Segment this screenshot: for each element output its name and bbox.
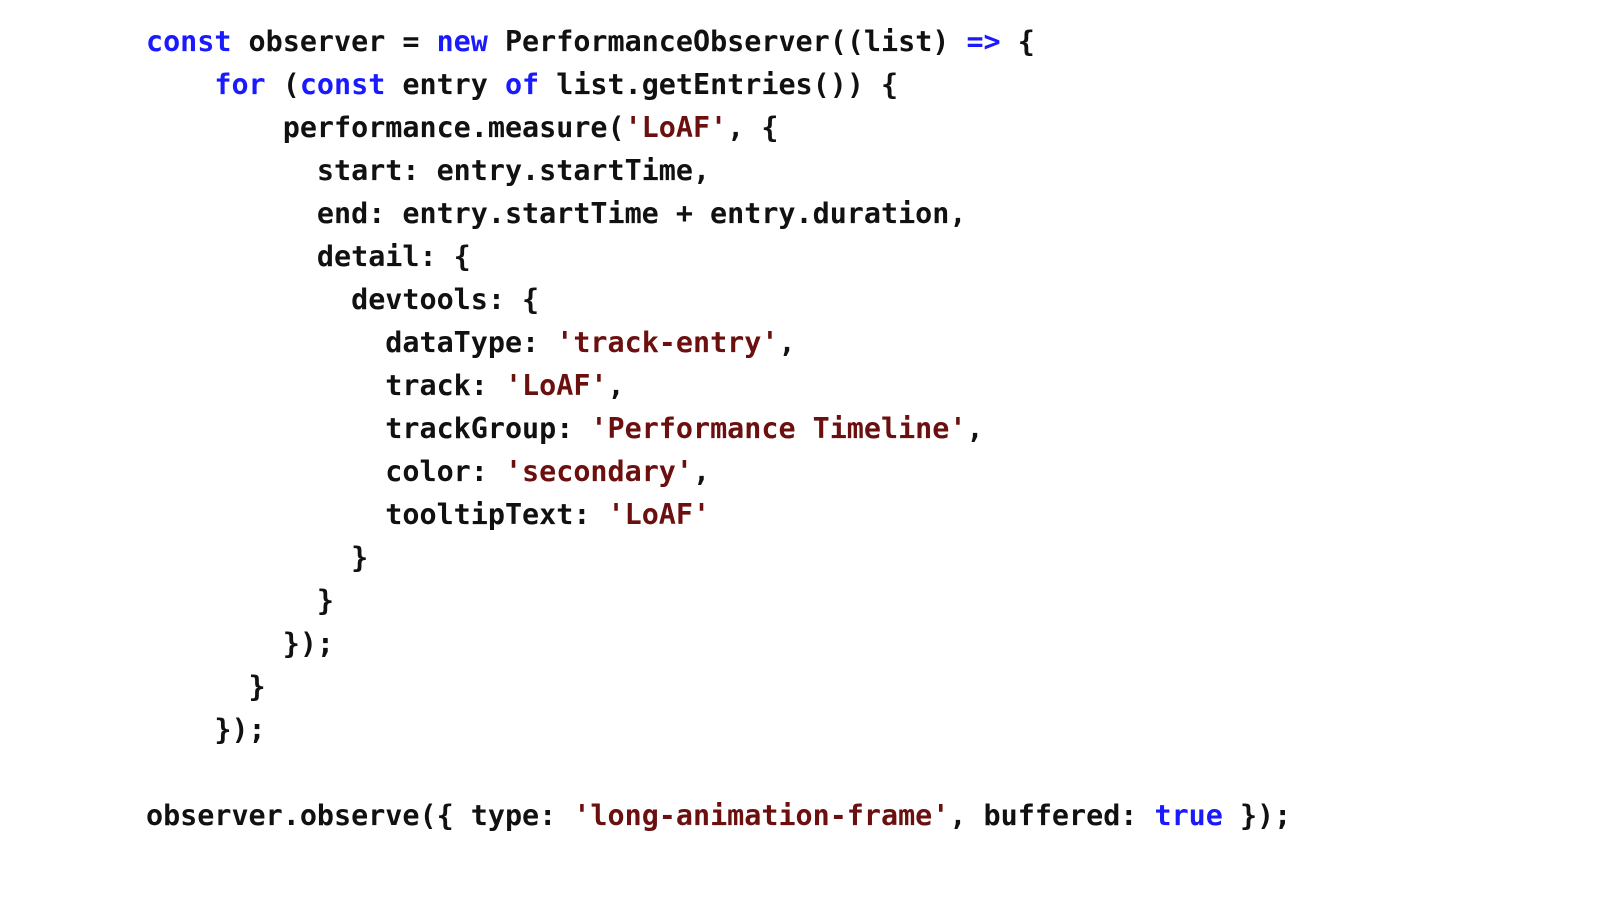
code-line xyxy=(146,751,1291,794)
code-line: tooltipText: 'LoAF' xyxy=(146,493,1291,536)
code-line: const observer = new PerformanceObserver… xyxy=(146,20,1291,63)
keyword-token: of xyxy=(504,68,540,101)
code-line: devtools: { xyxy=(146,278,1291,321)
code-line: color: 'secondary', xyxy=(146,450,1291,493)
code-token: }); xyxy=(146,713,266,746)
string-token: 'Performance Timeline' xyxy=(590,412,967,445)
string-token: 'secondary' xyxy=(504,455,693,488)
code-token: track: xyxy=(146,369,505,402)
code-line: } xyxy=(146,579,1291,622)
code-token: { xyxy=(1000,25,1035,58)
string-token: 'long-animation-frame' xyxy=(573,799,950,832)
code-line: for (const entry of list.getEntries()) { xyxy=(146,63,1291,106)
code-token: devtools: { xyxy=(146,283,540,316)
string-token: 'track-entry' xyxy=(556,326,779,359)
keyword-token: const xyxy=(146,25,232,58)
code-token: performance.measure( xyxy=(146,111,625,144)
code-line: } xyxy=(146,536,1291,579)
code-token: start: entry.startTime, xyxy=(146,154,711,187)
code-token: , { xyxy=(727,111,779,144)
string-token: 'LoAF' xyxy=(624,111,728,144)
code-line: }); xyxy=(146,708,1291,751)
code-token: observer.observe({ type: xyxy=(146,799,574,832)
string-token: 'LoAF' xyxy=(607,498,711,531)
code-line: performance.measure('LoAF', { xyxy=(146,106,1291,149)
code-block: const observer = new PerformanceObserver… xyxy=(146,20,1291,837)
code-token: }); xyxy=(146,627,335,660)
string-token: 'LoAF' xyxy=(504,369,608,402)
code-token: , xyxy=(692,455,711,488)
code-line: }); xyxy=(146,622,1291,665)
code-token: , xyxy=(607,369,625,402)
code-token: , xyxy=(778,326,796,359)
code-token: tooltipText: xyxy=(146,498,608,531)
code-token: entry xyxy=(385,68,505,101)
keyword-token: const xyxy=(299,68,386,101)
keyword-token: => xyxy=(966,25,1001,58)
keyword-token: for xyxy=(214,68,266,101)
code-token: color: xyxy=(146,455,505,488)
code-line: dataType: 'track-entry', xyxy=(146,321,1291,364)
code-token: , buffered: xyxy=(949,799,1155,832)
code-token: ( xyxy=(265,68,300,101)
code-token: }); xyxy=(1222,799,1292,832)
code-line: trackGroup: 'Performance Timeline', xyxy=(146,407,1291,450)
code-token: trackGroup: xyxy=(146,412,591,445)
keyword-token: new xyxy=(436,25,488,58)
code-line: observer.observe({ type: 'long-animation… xyxy=(146,794,1291,837)
code-line: start: entry.startTime, xyxy=(146,149,1291,192)
code-token xyxy=(146,68,214,101)
code-token: PerformanceObserver((list) xyxy=(487,25,967,58)
code-token: } xyxy=(146,584,335,617)
code-token: } xyxy=(146,541,369,574)
code-token: end: entry.startTime + entry.duration, xyxy=(146,197,967,230)
code-token: list.getEntries()) { xyxy=(539,68,899,101)
code-token: } xyxy=(146,670,266,703)
code-line: detail: { xyxy=(146,235,1291,278)
code-token: dataType: xyxy=(146,326,557,359)
code-token: observer = xyxy=(231,25,437,58)
code-line: } xyxy=(146,665,1291,708)
code-token: , xyxy=(966,412,984,445)
code-line: end: entry.startTime + entry.duration, xyxy=(146,192,1291,235)
code-token: detail: { xyxy=(146,240,471,273)
keyword-token: true xyxy=(1154,799,1223,832)
code-line: track: 'LoAF', xyxy=(146,364,1291,407)
